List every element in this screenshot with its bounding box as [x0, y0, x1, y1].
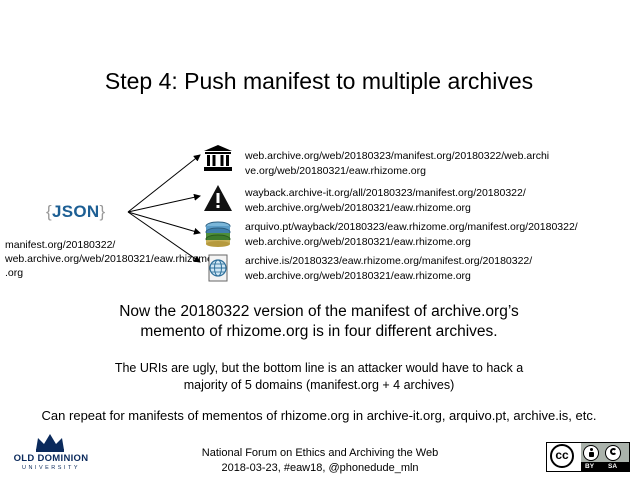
- arrow-to-arquivo: [127, 211, 201, 235]
- cc-badge-band: [581, 462, 629, 471]
- archive-url-archive-it: wayback.archive-it.org/all/20180323/mani…: [245, 187, 526, 214]
- slide-title: Step 4: Push manifest to multiple archiv…: [104, 68, 534, 94]
- warning-triangle-icon: [204, 185, 232, 211]
- archive-url-arquivo: arquivo.pt/wayback/20180323/eaw.rhizome.…: [245, 221, 578, 248]
- cc-by-label: BY: [585, 463, 595, 470]
- arrow-to-archive-org: [127, 154, 201, 213]
- archive-url-archive-is: archive.is/20180323/eaw.rhizome.org/mani…: [245, 255, 533, 282]
- json-open-brace: {: [46, 202, 52, 221]
- json-logo: {JSON}: [46, 202, 105, 222]
- database-stack-icon: [205, 221, 231, 247]
- main-statement: Now the 20180322 version of the manifest…: [119, 303, 519, 340]
- globe-document-icon: [208, 254, 228, 282]
- odu-logo-sub: UNIVERSITY: [21, 465, 80, 471]
- security-note: The URIs are ugly, but the bottom line i…: [114, 361, 524, 392]
- cc-sa-label: SA: [608, 463, 618, 470]
- archive-url-archive-org: web.archive.org/web/20180323/manifest.or…: [245, 150, 550, 177]
- odu-crown-icon: [36, 434, 64, 452]
- footer-text: National Forum on Ethics and Archiving t…: [201, 447, 439, 474]
- sa-share-icon: [605, 445, 621, 461]
- json-close-brace: }: [99, 202, 106, 221]
- cc-by-sa-badge: cc BY SA: [546, 442, 630, 472]
- arrow-to-archive-it: [127, 193, 201, 213]
- odu-logo-name: OLD DOMINION: [13, 453, 89, 464]
- by-person-icon: [583, 445, 599, 461]
- repeat-statement: Can repeat for manifests of mementos of …: [41, 408, 597, 423]
- cc-circle-icon: cc: [550, 444, 574, 468]
- institution-columns-icon: [204, 145, 232, 171]
- json-word: JSON: [51, 202, 100, 221]
